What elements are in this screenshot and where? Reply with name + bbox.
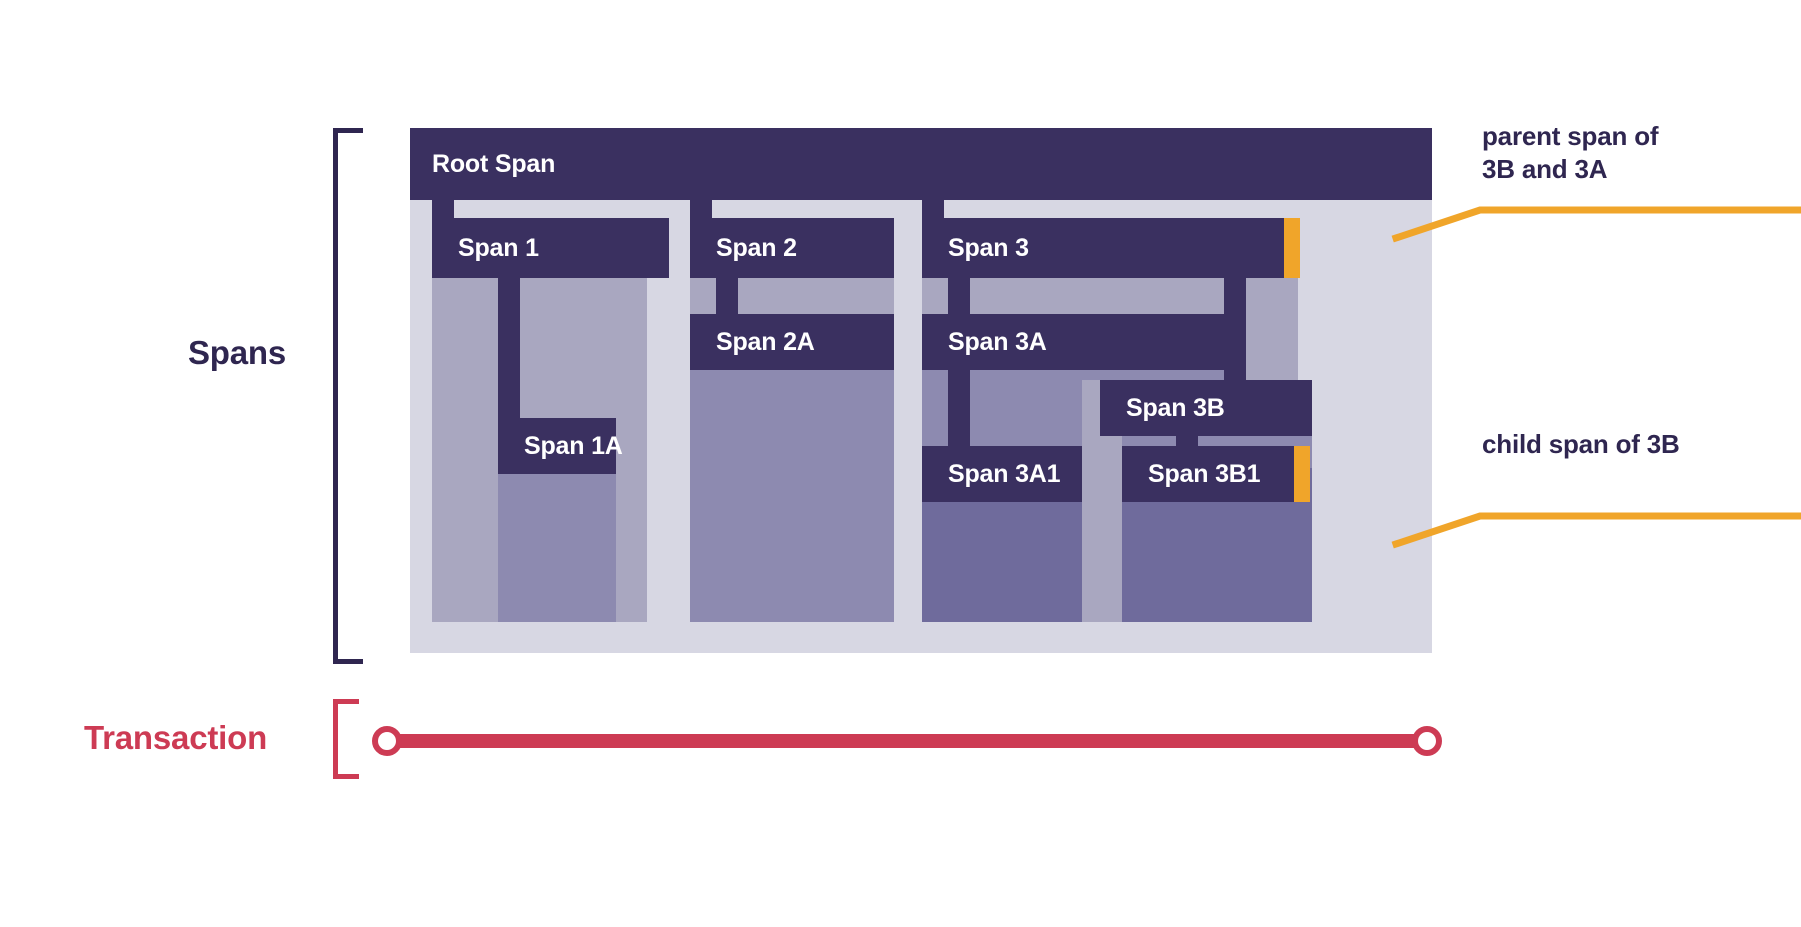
span-bar-span3a1-label: Span 3A1 [948, 459, 1061, 488]
transaction-bar [372, 726, 1442, 756]
transaction-bracket [333, 699, 359, 779]
span-bar-span2[interactable]: Span 2 [690, 218, 894, 278]
span-bar-span3[interactable]: Span 3 [922, 218, 1298, 278]
transaction-start-dot [372, 726, 402, 756]
span-bar-span2a[interactable]: Span 2A [690, 314, 894, 370]
span-bar-span1a[interactable]: Span 1A [498, 418, 623, 474]
span1a-duration-column [498, 450, 616, 622]
span-bar-root[interactable]: Root Span [410, 128, 1432, 200]
span-bar-span1a-label: Span 1A [524, 431, 623, 460]
transaction-end-dot [1412, 726, 1442, 756]
spans-section-label: Spans [188, 334, 287, 371]
spans-container: Root Span Span 1 Span 1A Span 2 Span 2A [410, 128, 1432, 653]
span-bar-root-label: Root Span [432, 149, 556, 178]
connector-span3-to-span3b [1224, 278, 1246, 398]
span-bar-span1[interactable]: Span 1 [432, 218, 669, 278]
callout-parent-text: parent span of 3B and 3A [1482, 121, 1659, 185]
callout-child-text: child span of 3B [1482, 429, 1680, 459]
span-bar-span2-label: Span 2 [716, 233, 797, 262]
span-bar-span3b1[interactable]: Span 3B1 [1122, 446, 1294, 502]
transaction-section-label: Transaction [84, 719, 268, 756]
callout-parent-leader-line [1391, 206, 1801, 243]
transaction-line [388, 734, 1426, 748]
span-bar-span1-label: Span 1 [458, 233, 539, 262]
spans-bracket [333, 128, 363, 664]
span-bar-span3a1[interactable]: Span 3A1 [922, 446, 1082, 502]
span-bar-span3b[interactable]: Span 3B [1100, 380, 1312, 436]
connector-span1-to-span1a [498, 278, 520, 450]
span-bar-span3b1-label: Span 3B1 [1148, 459, 1261, 488]
span-bar-span3a[interactable]: Span 3A [922, 314, 1224, 370]
parent-span-marker [1284, 218, 1300, 278]
span-bar-span2a-label: Span 2A [716, 327, 815, 356]
span-bar-span3b-label: Span 3B [1126, 393, 1225, 422]
child-span-marker [1294, 446, 1310, 502]
span-bar-span3-label: Span 3 [948, 233, 1029, 262]
span-bar-span3a-label: Span 3A [948, 327, 1047, 356]
callout-child-leader-line [1391, 512, 1801, 549]
